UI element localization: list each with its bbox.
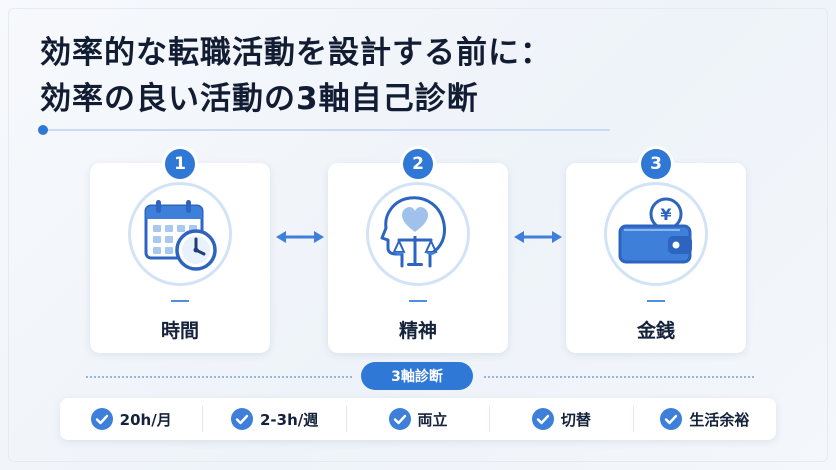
card-money-icon-ring: ¥ bbox=[604, 182, 708, 286]
calendar-clock-icon bbox=[144, 200, 217, 271]
diagnosis-pill: 3軸診断 bbox=[361, 362, 473, 390]
card-mental-icon-ring bbox=[366, 182, 470, 286]
wallet-yen-icon: ¥ bbox=[618, 197, 692, 264]
card-time-label: 時間 bbox=[160, 320, 199, 342]
title-underline bbox=[40, 129, 610, 131]
double-arrow-icon bbox=[276, 231, 324, 243]
card-mental-label: 精神 bbox=[398, 320, 437, 342]
dotted-separator-right bbox=[484, 376, 754, 378]
checklist-item: 生活余裕 bbox=[632, 406, 776, 432]
double-arrow-icon bbox=[514, 231, 562, 243]
page-title: 効率的な転職活動を設計する前に： 効率の良い活動の3軸自己診断 bbox=[40, 30, 800, 122]
head-heart-scale-icon bbox=[380, 196, 446, 268]
checklist-item-text: 20h/月 bbox=[119, 410, 172, 429]
title-line-2: 効率の良い活動の3軸自己診断 bbox=[40, 81, 479, 117]
checklist-item: 両立 bbox=[345, 406, 489, 432]
checklist-item: 2-3h/週 bbox=[202, 406, 345, 432]
dotted-separator-left bbox=[86, 376, 352, 378]
title-underline-dot bbox=[38, 125, 48, 135]
card-time-icon-ring bbox=[128, 182, 232, 286]
check-circle-icon bbox=[230, 408, 253, 430]
checklist-item-text: 生活余裕 bbox=[689, 410, 750, 429]
check-circle-icon bbox=[531, 408, 554, 430]
badge-2: 2 bbox=[403, 149, 433, 179]
checklist-item: 20h/月 bbox=[60, 406, 202, 432]
badge-3: 3 bbox=[641, 149, 671, 179]
card-mental-dash bbox=[409, 300, 427, 302]
check-circle-icon bbox=[660, 408, 683, 430]
checklist-item: 切替 bbox=[489, 406, 632, 432]
badge-1: 1 bbox=[165, 149, 195, 179]
card-money-dash bbox=[647, 300, 665, 302]
svg-text:¥: ¥ bbox=[660, 205, 671, 224]
checklist-bar: 20h/月 2-3h/週 両立 切替 生活余裕 bbox=[60, 398, 776, 440]
card-money-label: 金銭 bbox=[636, 320, 675, 342]
checklist-item-text: 2-3h/週 bbox=[259, 410, 319, 429]
checklist-item-text: 切替 bbox=[560, 410, 591, 429]
card-time-dash bbox=[171, 300, 189, 302]
check-circle-icon bbox=[90, 408, 113, 430]
checklist-item-text: 両立 bbox=[417, 410, 448, 429]
title-line-1: 効率的な転職活動を設計する前に： bbox=[40, 35, 552, 71]
check-circle-icon bbox=[388, 408, 411, 430]
